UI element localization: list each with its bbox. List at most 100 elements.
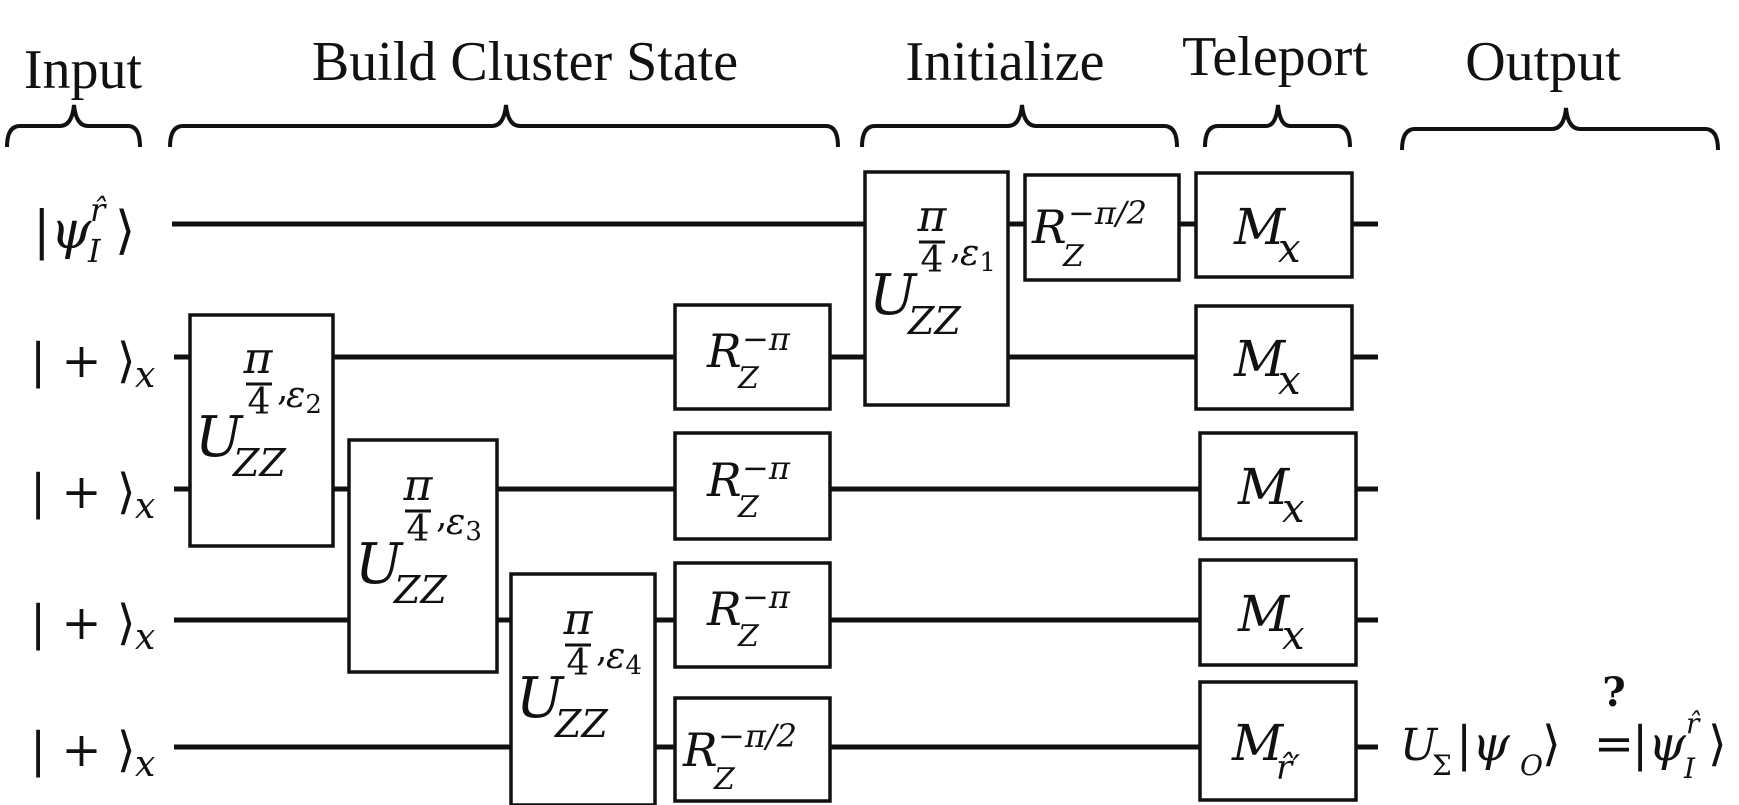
- svg-text:x: x: [135, 744, 155, 785]
- svg-text:ε2: ε2: [286, 375, 322, 420]
- svg-text:−π: −π: [742, 449, 791, 487]
- svg-text:π: π: [403, 460, 434, 511]
- svg-text:|ψ: |ψ: [1632, 716, 1687, 772]
- uzz-gate-eps4: π 4 , ε4 U ZZ: [509, 572, 657, 805]
- svg-text:⟩: ⟩: [1708, 716, 1727, 772]
- svg-text:R: R: [706, 324, 742, 378]
- svg-text:π: π: [243, 333, 274, 384]
- svg-text:| + ⟩: | + ⟩: [30, 333, 136, 389]
- svg-text:U: U: [869, 263, 918, 328]
- svg-text:R: R: [706, 453, 742, 507]
- rz-gate-minus-pi-q3: R Z −π: [673, 431, 832, 541]
- output-equation: U Σ |ψ O ⟩ ? = |ψ r̂ I ⟩: [1400, 669, 1727, 785]
- svg-text:,: ,: [596, 629, 607, 670]
- svg-text:x: x: [1282, 613, 1305, 659]
- svg-text:r̂: r̂: [1686, 707, 1701, 740]
- svg-text:ZZ: ZZ: [393, 568, 447, 612]
- svg-text:U: U: [195, 405, 244, 470]
- svg-text:,: ,: [950, 226, 961, 267]
- section-initialize-label: Initialize: [905, 31, 1104, 93]
- svg-text:4: 4: [248, 382, 271, 423]
- section-build-label: Build Cluster State: [312, 31, 738, 93]
- rz-gate-minus-pi-q2: R Z −π: [673, 303, 832, 411]
- svg-text:⟩: ⟩: [115, 201, 135, 261]
- svg-text:| + ⟩: | + ⟩: [30, 722, 136, 778]
- svg-text:Σ: Σ: [1432, 749, 1452, 782]
- svg-text:=: =: [1594, 716, 1634, 772]
- svg-text:−π/2: −π/2: [718, 717, 797, 755]
- svg-text:−π: −π: [742, 320, 791, 358]
- rz-gate-minus-pi-half-q1: R Z −π/2: [1023, 173, 1181, 282]
- svg-text:I: I: [87, 232, 102, 270]
- svg-text:,: ,: [436, 495, 447, 536]
- svg-text:Z: Z: [1062, 239, 1085, 274]
- svg-text:−π: −π: [742, 578, 791, 616]
- svg-text:|ψ: |ψ: [1456, 716, 1511, 772]
- output-brace: [1400, 107, 1720, 151]
- svg-text:−π/2: −π/2: [1068, 194, 1147, 232]
- svg-text:x: x: [135, 486, 155, 527]
- svg-text:U: U: [1400, 720, 1439, 771]
- build-brace: [168, 104, 840, 148]
- svg-text:4: 4: [921, 240, 944, 281]
- uzz-gate-eps3: π 4 , ε3 U ZZ: [347, 438, 499, 674]
- svg-text:x: x: [1278, 226, 1301, 272]
- svg-text:?: ?: [1602, 669, 1625, 716]
- svg-text:ZZ: ZZ: [232, 441, 286, 485]
- uzz-gate-eps1: π 4 , ε1 U ZZ: [863, 170, 1010, 407]
- input-brace: [5, 104, 142, 148]
- input-state-plus-2: | + ⟩ x: [30, 333, 155, 396]
- svg-text:R: R: [1031, 200, 1067, 254]
- svg-text:ZZ: ZZ: [907, 299, 961, 343]
- measure-x-q4: M x: [1198, 558, 1358, 667]
- svg-text:x: x: [1282, 486, 1305, 532]
- svg-text:| + ⟩: | + ⟩: [30, 595, 136, 651]
- svg-text:| + ⟩: | + ⟩: [30, 464, 136, 520]
- svg-text:π: π: [917, 191, 948, 242]
- section-input-label: Input: [24, 39, 143, 101]
- measure-x-q1: M x: [1194, 171, 1354, 279]
- input-state-plus-3: | + ⟩ x: [30, 464, 155, 527]
- svg-text:M: M: [1233, 198, 1287, 256]
- svg-text:Z: Z: [737, 490, 760, 525]
- svg-text:M: M: [1231, 714, 1285, 772]
- svg-text:4: 4: [567, 643, 590, 684]
- svg-text:R: R: [706, 582, 742, 636]
- section-output-label: Output: [1465, 31, 1621, 93]
- svg-text:Z: Z: [737, 619, 760, 654]
- svg-text:⟩: ⟩: [1542, 716, 1561, 772]
- svg-text:ZZ: ZZ: [554, 702, 608, 746]
- svg-text:I: I: [1683, 752, 1696, 785]
- svg-text:|ψ: |ψ: [33, 201, 93, 261]
- svg-text:O: O: [1520, 749, 1543, 782]
- initialize-brace: [860, 104, 1179, 148]
- svg-text:x: x: [1278, 358, 1301, 404]
- measure-x-q2: M x: [1194, 304, 1354, 411]
- svg-text:ε1: ε1: [960, 233, 996, 278]
- svg-text:M: M: [1233, 330, 1287, 388]
- svg-text:M: M: [1237, 458, 1291, 516]
- teleport-brace: [1203, 104, 1352, 148]
- svg-text:ε3: ε3: [446, 502, 482, 547]
- section-teleport-label: Teleport: [1182, 26, 1368, 88]
- uzz-gate-eps2: π 4 , ε2 U ZZ: [188, 313, 335, 548]
- svg-text:ε4: ε4: [606, 636, 642, 681]
- input-state-plus-5: | + ⟩ x: [30, 722, 155, 785]
- svg-text:M: M: [1237, 585, 1291, 643]
- svg-text:4: 4: [407, 509, 430, 550]
- svg-text:r̂′: r̂′: [1276, 748, 1300, 788]
- measure-r-prime-q5: M r̂′: [1198, 680, 1358, 802]
- svg-text:Z: Z: [713, 762, 736, 797]
- svg-text:x: x: [135, 355, 155, 396]
- svg-text:x: x: [135, 617, 155, 658]
- svg-text:π: π: [563, 594, 594, 645]
- svg-text:r̂: r̂: [90, 191, 107, 229]
- input-state-plus-4: | + ⟩ x: [30, 595, 155, 658]
- svg-text:U: U: [355, 532, 404, 597]
- svg-text:,: ,: [277, 368, 288, 409]
- input-state-psi: |ψ r̂ I ⟩: [33, 191, 135, 270]
- svg-text:R: R: [682, 723, 718, 777]
- svg-text:Z: Z: [737, 361, 760, 396]
- svg-text:U: U: [516, 666, 565, 731]
